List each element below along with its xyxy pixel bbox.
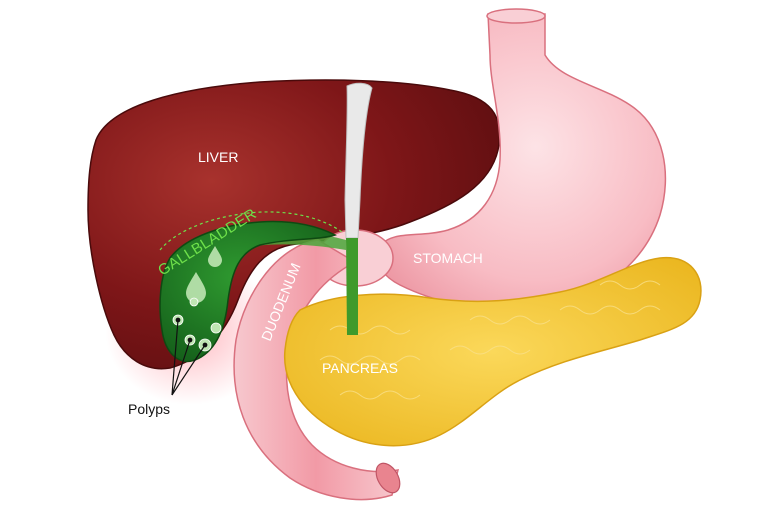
label-liver: LIVER [198,149,238,165]
polyp [210,322,222,334]
label-stomach: STOMACH [413,250,483,266]
esophagus-opening [486,8,546,24]
hepatic-duct [344,82,373,239]
label-polyps: Polyps [128,401,170,417]
bile-drop-icon [208,246,222,267]
label-pancreas: PANCREAS [322,360,398,376]
common-bile-duct [346,238,358,335]
duodenum-cut-end [375,462,401,494]
bile-drop-icon [186,272,206,303]
pancreas-shape [283,257,702,447]
pancreas-texture [319,280,661,400]
polyp [189,297,199,307]
polyps-pointer-lines [171,317,208,396]
gallbladder-shape [159,220,337,363]
